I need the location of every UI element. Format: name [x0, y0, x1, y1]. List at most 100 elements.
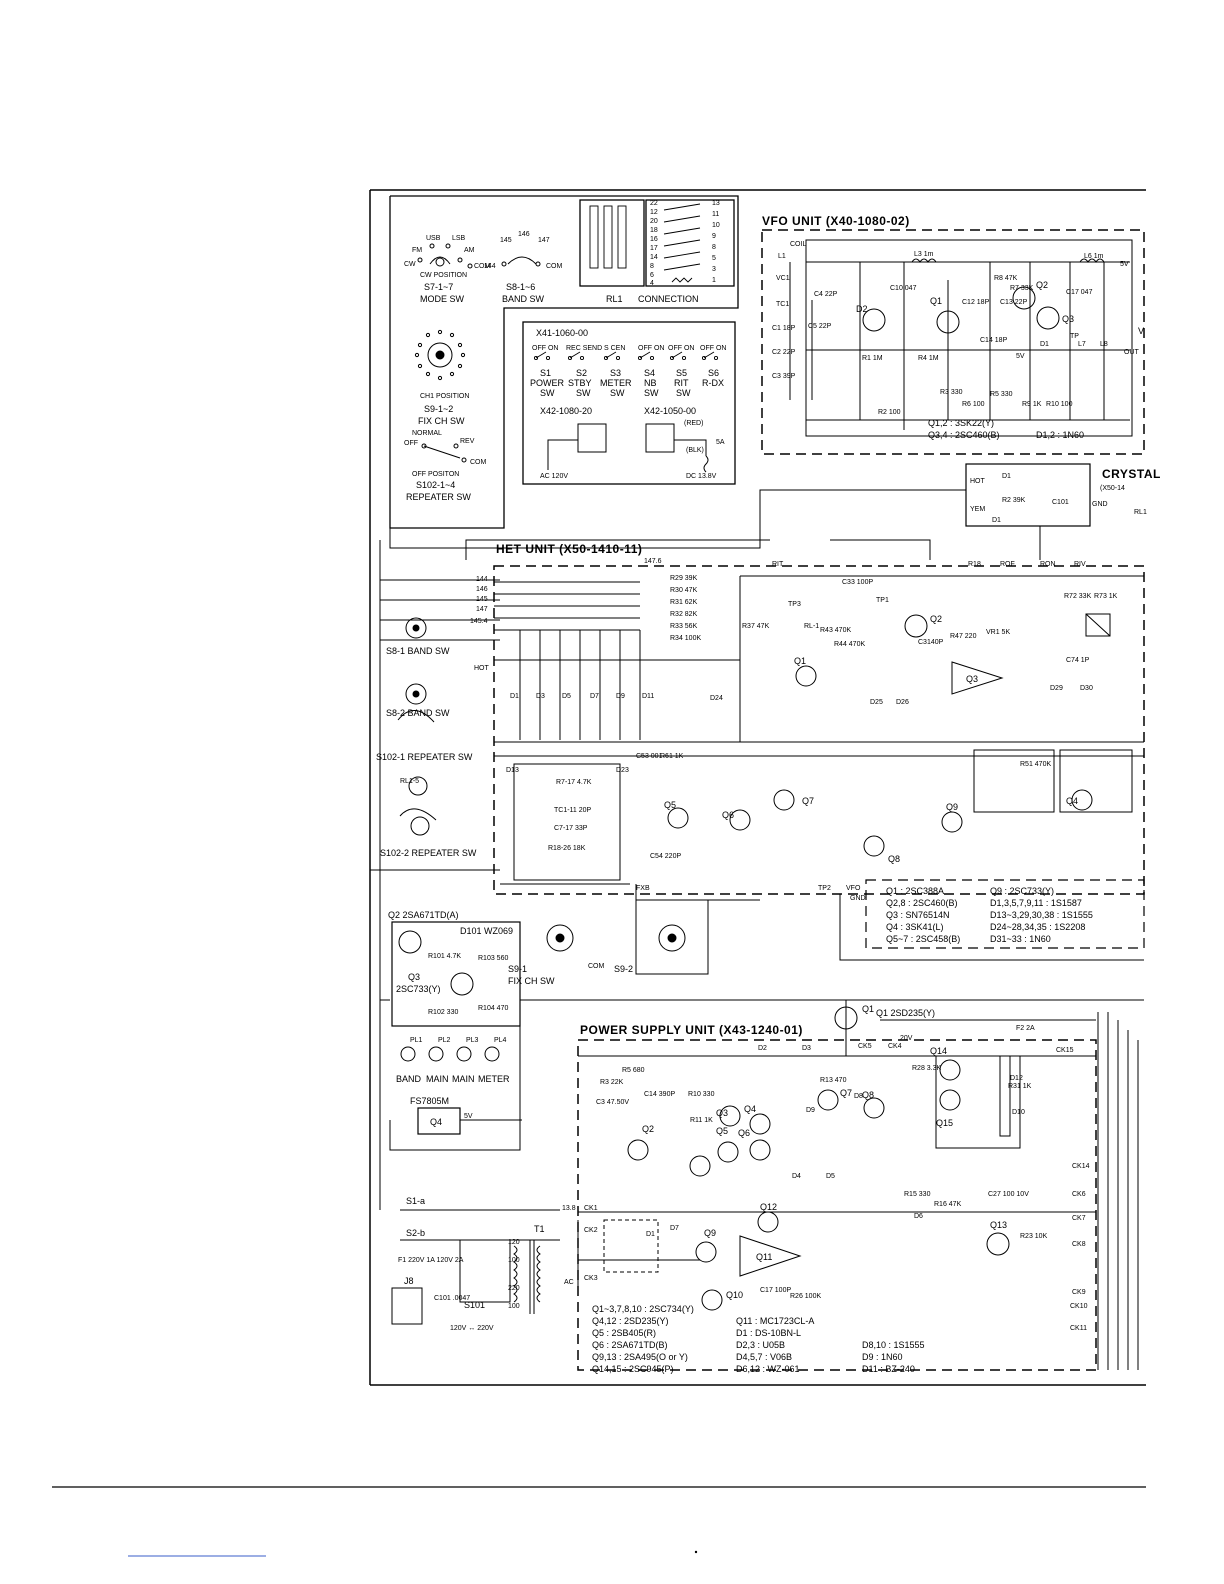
fix-ch-subtitle: FIX CH SW: [418, 416, 465, 426]
rl1-pin-l7: 14: [650, 254, 658, 261]
vfo-r2: R2 100: [878, 409, 901, 416]
het-unit-box: [493, 565, 1145, 895]
mode-sw-pos-fm: FM: [412, 247, 422, 254]
rl1-subtitle: CONNECTION: [638, 294, 699, 304]
mode-sw-pos-cw: CW: [404, 261, 416, 268]
mains-tap-4: 100: [508, 1303, 520, 1310]
meter-r103: R103 560: [478, 955, 508, 962]
vfo-q2-label: Q1: [930, 296, 942, 306]
ps-ck4: CK4: [888, 1043, 902, 1050]
het-r43: R43 470K: [820, 627, 851, 634]
ps-r5: R5 680: [622, 1067, 645, 1074]
het-legend-l3: Q3 : SN76514N: [886, 910, 950, 920]
ps-r15: R15 330: [904, 1191, 931, 1198]
pilot-main-2: MAIN: [452, 1074, 475, 1084]
ps-q14: Q14: [930, 1046, 947, 1056]
edge-label-v: V: [1138, 326, 1144, 336]
schematic-frame: [369, 189, 1146, 1386]
ps-q2: Q2: [642, 1124, 654, 1134]
pilot-pl2: PL2: [438, 1037, 451, 1044]
x41-s3-sw: SW: [610, 388, 625, 398]
vfo-legend-3: D1,2 : 1N60: [1036, 430, 1084, 440]
het-d26: D26: [896, 699, 909, 706]
power-supply-top-q: Q1 2SD235(Y): [876, 1008, 935, 1018]
fix-ch-switch-symbol: [414, 329, 466, 381]
crystal-box: [965, 463, 1091, 527]
x41-s4-states: OFF ON: [638, 345, 664, 352]
ps-ck1: CK1: [584, 1205, 598, 1212]
ps-ck11: CK11: [1070, 1325, 1087, 1332]
ps-out-20v: 20V: [900, 1035, 913, 1042]
rl1-pin-r7: 3: [712, 266, 716, 273]
rl1-pin-l5: 16: [650, 236, 658, 243]
het-r32: R32 82K: [670, 611, 698, 618]
het-q5: Q5: [664, 800, 676, 810]
repeater-pos-normal: NORMAL: [412, 430, 442, 437]
x41-s2-id: S2: [576, 368, 587, 378]
mains-voltage-note: 120V ↔ 220V: [450, 1325, 494, 1332]
ps-legend-b2: D1 : DS-10BN-L: [736, 1328, 801, 1338]
mode-sw-title: S7-1~7: [424, 282, 453, 292]
vfo-c17: C17 047: [1066, 289, 1093, 296]
rl1-pin-r2: 11: [712, 211, 719, 218]
het-q2: Q2: [930, 614, 942, 624]
x42b-red: (RED): [684, 420, 703, 427]
band-sw-subtitle: BAND SW: [502, 294, 545, 304]
het-riv: RIV: [1074, 561, 1086, 568]
regulator-title: FS7805M: [410, 1096, 449, 1106]
ps-d4: D4: [792, 1173, 801, 1180]
meter-q3: Q3: [408, 972, 420, 982]
x42-connectors: [547, 423, 709, 473]
het-q7: Q7: [802, 796, 814, 806]
edge-rl1: RL1: [1134, 509, 1147, 516]
crystal-r2: R2 39K: [1002, 497, 1026, 504]
vfo-transistors: [862, 286, 1060, 334]
het-d29: D29: [1050, 685, 1063, 692]
mode-sw-pos-am: AM: [464, 247, 475, 254]
vfo-l1: L1: [778, 253, 786, 260]
het-q8: Q8: [888, 854, 900, 864]
band-sw-pos-147: 147: [538, 237, 550, 244]
het-tp1: TP1: [876, 597, 889, 604]
het-legend-r4: D24~28,34,35 : 1S2208: [990, 922, 1085, 932]
ps-d1: D1: [646, 1231, 655, 1238]
s9-com-label: COM: [588, 963, 605, 970]
het-d24: D24: [710, 695, 723, 702]
rl1-5-label: RL1-5: [400, 778, 419, 785]
s8-1-label: S8-1 BAND SW: [386, 646, 450, 656]
het-d7: D7: [590, 693, 599, 700]
vfo-c5: C5 22P: [808, 323, 832, 330]
ps-r16: R16 47K: [934, 1201, 962, 1208]
x41-s1-name: POWER: [530, 378, 565, 388]
vfo-q3-label: Q2: [1036, 280, 1048, 290]
ps-q6: Q6: [738, 1128, 750, 1138]
x41-s4-name: NB: [644, 378, 657, 388]
vfo-q4-label: Q3: [1062, 314, 1074, 324]
power-supply-transistors: [627, 1006, 1010, 1311]
het-r18-26: R18-26 18K: [548, 845, 586, 852]
het-in-147: 147: [476, 606, 488, 613]
band-sw-pos-145: 145: [500, 237, 512, 244]
vfo-r9: R9 1K: [1022, 401, 1042, 408]
mains-tap-2: 100: [508, 1257, 520, 1264]
vfo-legend-2: Q3,4 : 2SC460(B): [928, 430, 1000, 440]
vfo-d1: 5V: [1016, 353, 1025, 360]
pilot-pl1: PL1: [410, 1037, 423, 1044]
ps-q3: Q3: [716, 1108, 728, 1118]
het-tp2: TP2: [818, 885, 831, 892]
x42b-title: X42-1050-00: [644, 406, 696, 416]
mains-s101: S101: [464, 1300, 485, 1310]
mains-s2b: S2-b: [406, 1228, 425, 1238]
het-tp3: TP3: [788, 601, 801, 608]
rl1-contacts: [589, 203, 701, 283]
ps-ck14: CK14: [1072, 1163, 1090, 1170]
ps-legend-c1: D8,10 : 1S1555: [862, 1340, 925, 1350]
ps-q7: Q7: [840, 1088, 852, 1098]
meter-block-box: [391, 921, 521, 1027]
ps-legend-c2: D9 : 1N60: [862, 1352, 903, 1362]
mode-switch-symbol: [417, 243, 473, 269]
rl1-pin-r8: 1: [712, 277, 716, 284]
x41-s3-name: METER: [600, 378, 632, 388]
het-legend-box: [865, 879, 1145, 949]
rl1-pin-l9: 6: [650, 272, 654, 279]
